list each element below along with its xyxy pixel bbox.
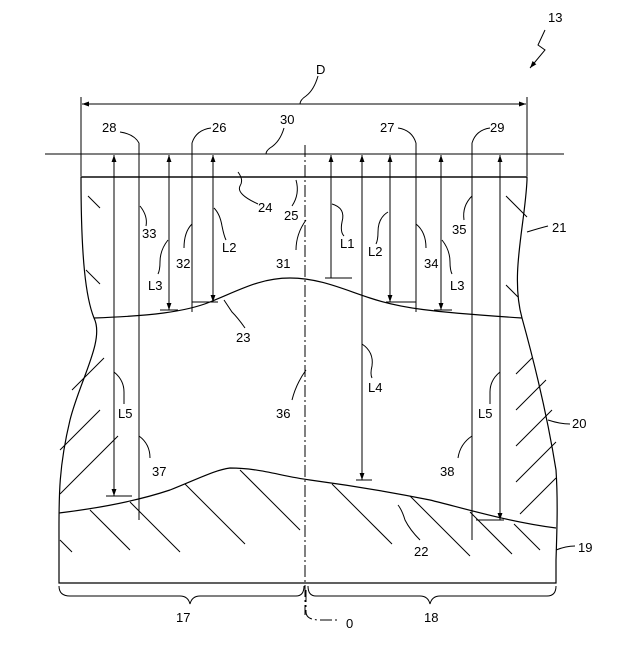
label-l5-right: L5 (478, 406, 492, 421)
ref-23-leader (224, 300, 245, 328)
label-37: 37 (152, 464, 166, 479)
ref-22-leader (398, 505, 420, 540)
ref-29-leader (472, 128, 490, 143)
label-19: 19 (578, 540, 592, 555)
label-29: 29 (490, 120, 504, 135)
label-36: 36 (276, 406, 290, 421)
ref-26-leader (192, 128, 211, 143)
label-18: 18 (424, 610, 438, 625)
label-30: 30 (280, 112, 294, 127)
label-34: 34 (424, 256, 438, 271)
label-21: 21 (552, 220, 566, 235)
hatching-lower (60, 470, 540, 556)
d-leader (300, 76, 318, 104)
label-l3-right: L3 (450, 278, 464, 293)
label-20: 20 (572, 416, 586, 431)
label-17: 17 (176, 610, 190, 625)
label-33: 33 (142, 226, 156, 241)
label-24: 24 (258, 200, 272, 215)
label-26: 26 (212, 120, 226, 135)
label-l4: L4 (368, 380, 382, 395)
bracket-17 (59, 586, 304, 604)
label-28: 28 (102, 120, 116, 135)
label-d: D (316, 62, 325, 77)
label-22: 22 (414, 544, 428, 559)
ref-20-leader (548, 420, 570, 424)
label-l2-left: L2 (222, 240, 236, 255)
label-l5-left: L5 (118, 406, 132, 421)
ref-13-leader (530, 30, 545, 68)
label-0: 0 (346, 616, 353, 631)
label-l1: L1 (340, 236, 354, 251)
outer-outline (59, 177, 557, 583)
label-l3-left: L3 (148, 278, 162, 293)
ref-27-leader (398, 128, 416, 143)
ref-21-leader (527, 226, 548, 232)
ref-19-leader (556, 546, 575, 550)
label-31: 31 (276, 256, 290, 271)
label-13: 13 (548, 10, 562, 25)
label-23: 23 (236, 330, 250, 345)
interface-curve-22 (59, 468, 556, 528)
hatching-upper-left (86, 196, 100, 284)
label-l2-right: L2 (368, 244, 382, 259)
label-38: 38 (440, 464, 454, 479)
label-35: 35 (452, 222, 466, 237)
bracket-18 (308, 586, 556, 604)
ref-28-leader (120, 132, 139, 143)
label-25: 25 (284, 208, 298, 223)
label-27: 27 (380, 120, 394, 135)
label-32: 32 (176, 256, 190, 271)
ref-30-leader (266, 128, 284, 154)
